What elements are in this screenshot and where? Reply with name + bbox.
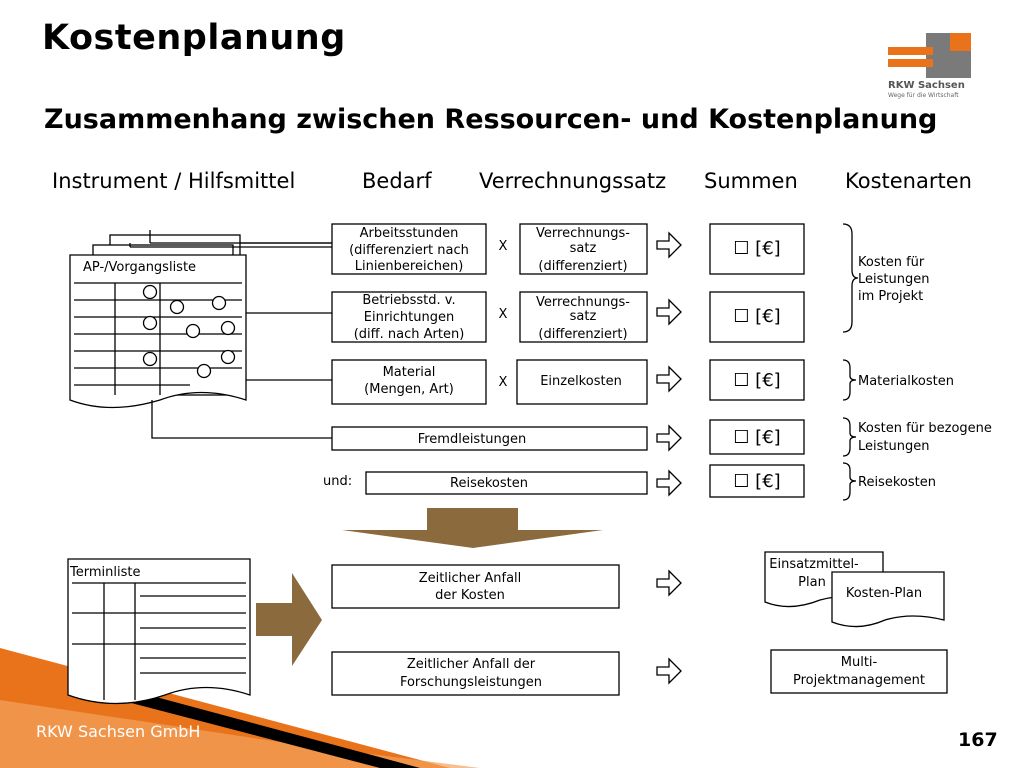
fremdleistungen-label: Fremdleistungen [418, 432, 527, 447]
arrow-right-icon [656, 231, 682, 259]
einzelkosten-label: Einzelkosten [540, 374, 622, 389]
arrow-icons [656, 231, 682, 685]
page-subtitle: Zusammenhang zwischen Ressourcen- und Ko… [44, 104, 938, 135]
zeit-forschung-line-2: Forschungsleistungen [400, 675, 542, 690]
multiply-3: X [499, 375, 508, 390]
logo-name: RKW Sachsen [888, 80, 965, 91]
box-summe-1 [709, 223, 805, 275]
betriebsstd-line-1: Betriebsstd. v. [362, 293, 455, 308]
einsatz-line-1: Einsatzmittel- [769, 557, 859, 572]
footer-company: RKW Sachsen GmbH [36, 722, 201, 741]
box-summe-3 [709, 359, 805, 401]
zeit-kosten-line-2: der Kosten [435, 588, 505, 603]
right-arrow-icon [256, 573, 322, 666]
reisekosten-label: Reisekosten [450, 476, 528, 491]
box-summe-4 [709, 419, 805, 455]
column-header-summen: Summen [704, 169, 798, 193]
column-header-instrument: Instrument / Hilfsmittel [52, 169, 296, 193]
rate1-line-1: Verrechnungs- [536, 226, 630, 241]
kostenart-projekt-line-2: Leistungen [858, 272, 929, 287]
box-verrechnungssatz-2 [519, 291, 648, 343]
box-material [331, 359, 487, 405]
box-multi-projektmanagement [770, 649, 948, 694]
connector-lines [129, 230, 332, 439]
rkw-logo [888, 33, 971, 78]
rate2-line-2: satz [570, 309, 597, 324]
arrow-right-icon [656, 569, 682, 597]
ap-list-label: AP-/Vorgangsliste [83, 260, 196, 275]
kostenart-reise: Reisekosten [858, 475, 936, 490]
column-header-verrechnungssatz: Verrechnungssatz [479, 169, 667, 193]
arrow-right-icon [656, 298, 682, 326]
rate1-line-3: (differenziert) [538, 259, 627, 274]
box-zeitlicher-anfall-forschung [331, 651, 620, 696]
kostenplan-label: Kosten-Plan [846, 586, 922, 601]
multi-line-1: Multi- [841, 655, 878, 670]
multi-line-2: Projektmanagement [793, 673, 925, 688]
summe-5-label: ☐ [€] [733, 471, 780, 492]
arbeitsstunden-line-3: Linienbereichen) [355, 259, 464, 274]
summe-1-label: ☐ [€] [733, 238, 780, 259]
und-label: und: [323, 474, 352, 489]
arbeitsstunden-line-2: (differenziert nach [349, 243, 469, 258]
betriebsstd-line-2: Einrichtungen [364, 310, 454, 325]
summe-3-label: ☐ [€] [733, 370, 780, 391]
page-number: 167 [958, 729, 998, 751]
ap-vorgangsliste-doc [69, 234, 332, 409]
kostenart-projekt-line-1: Kosten für [858, 255, 925, 270]
box-reisekosten [365, 471, 648, 495]
rate1-line-2: satz [570, 241, 597, 256]
brown-arrows [256, 508, 603, 666]
multiply-2: X [499, 307, 508, 322]
zeit-kosten-line-1: Zeitlicher Anfall [419, 571, 522, 586]
kostenart-projekt-line-3: im Projekt [858, 289, 923, 304]
material-line-1: Material [383, 365, 436, 380]
box-einzelkosten [516, 359, 648, 405]
kostenart-bezogen-line-2: Leistungen [858, 439, 929, 454]
doc-kosten-plan [831, 571, 945, 628]
material-line-2: (Mengen, Art) [364, 382, 454, 397]
rate2-line-3: (differenziert) [538, 327, 627, 342]
column-header-kostenarten: Kostenarten [845, 169, 972, 193]
kostenart-bezogen-line-1: Kosten für bezogene [858, 421, 992, 436]
arrow-right-icon [656, 424, 682, 452]
column-header-bedarf: Bedarf [362, 169, 432, 193]
kostenart-material: Materialkosten [858, 374, 954, 389]
box-verrechnungssatz-1 [519, 223, 648, 275]
box-betriebsstd [331, 291, 487, 343]
summe-4-label: ☐ [€] [733, 427, 780, 448]
multiply-1: X [499, 239, 508, 254]
logo-tagline: Wege für die Wirtschaft [888, 92, 959, 99]
box-summe-5 [709, 464, 805, 498]
terminliste-doc [67, 558, 251, 705]
arrow-right-icon [656, 469, 682, 497]
page-title: Kostenplanung [42, 18, 346, 58]
box-zeitlicher-anfall-kosten [331, 564, 620, 609]
brace-icons [842, 223, 859, 501]
box-fremdleistungen [331, 426, 648, 451]
summe-2-label: ☐ [€] [733, 306, 780, 327]
box-summe-2 [709, 291, 805, 343]
rate2-line-1: Verrechnungs- [536, 295, 630, 310]
box-arbeitsstunden [331, 223, 487, 275]
termin-list-label: Terminliste [69, 565, 140, 580]
einsatz-line-2: Plan [798, 575, 826, 590]
arrow-right-icon [656, 365, 682, 393]
zeit-forschung-line-1: Zeitlicher Anfall der [407, 657, 536, 672]
betriebsstd-line-3: (diff. nach Arten) [354, 327, 465, 342]
down-arrow-icon [342, 508, 603, 548]
arbeitsstunden-line-1: Arbeitsstunden [360, 226, 459, 241]
arrow-right-icon [656, 657, 682, 685]
